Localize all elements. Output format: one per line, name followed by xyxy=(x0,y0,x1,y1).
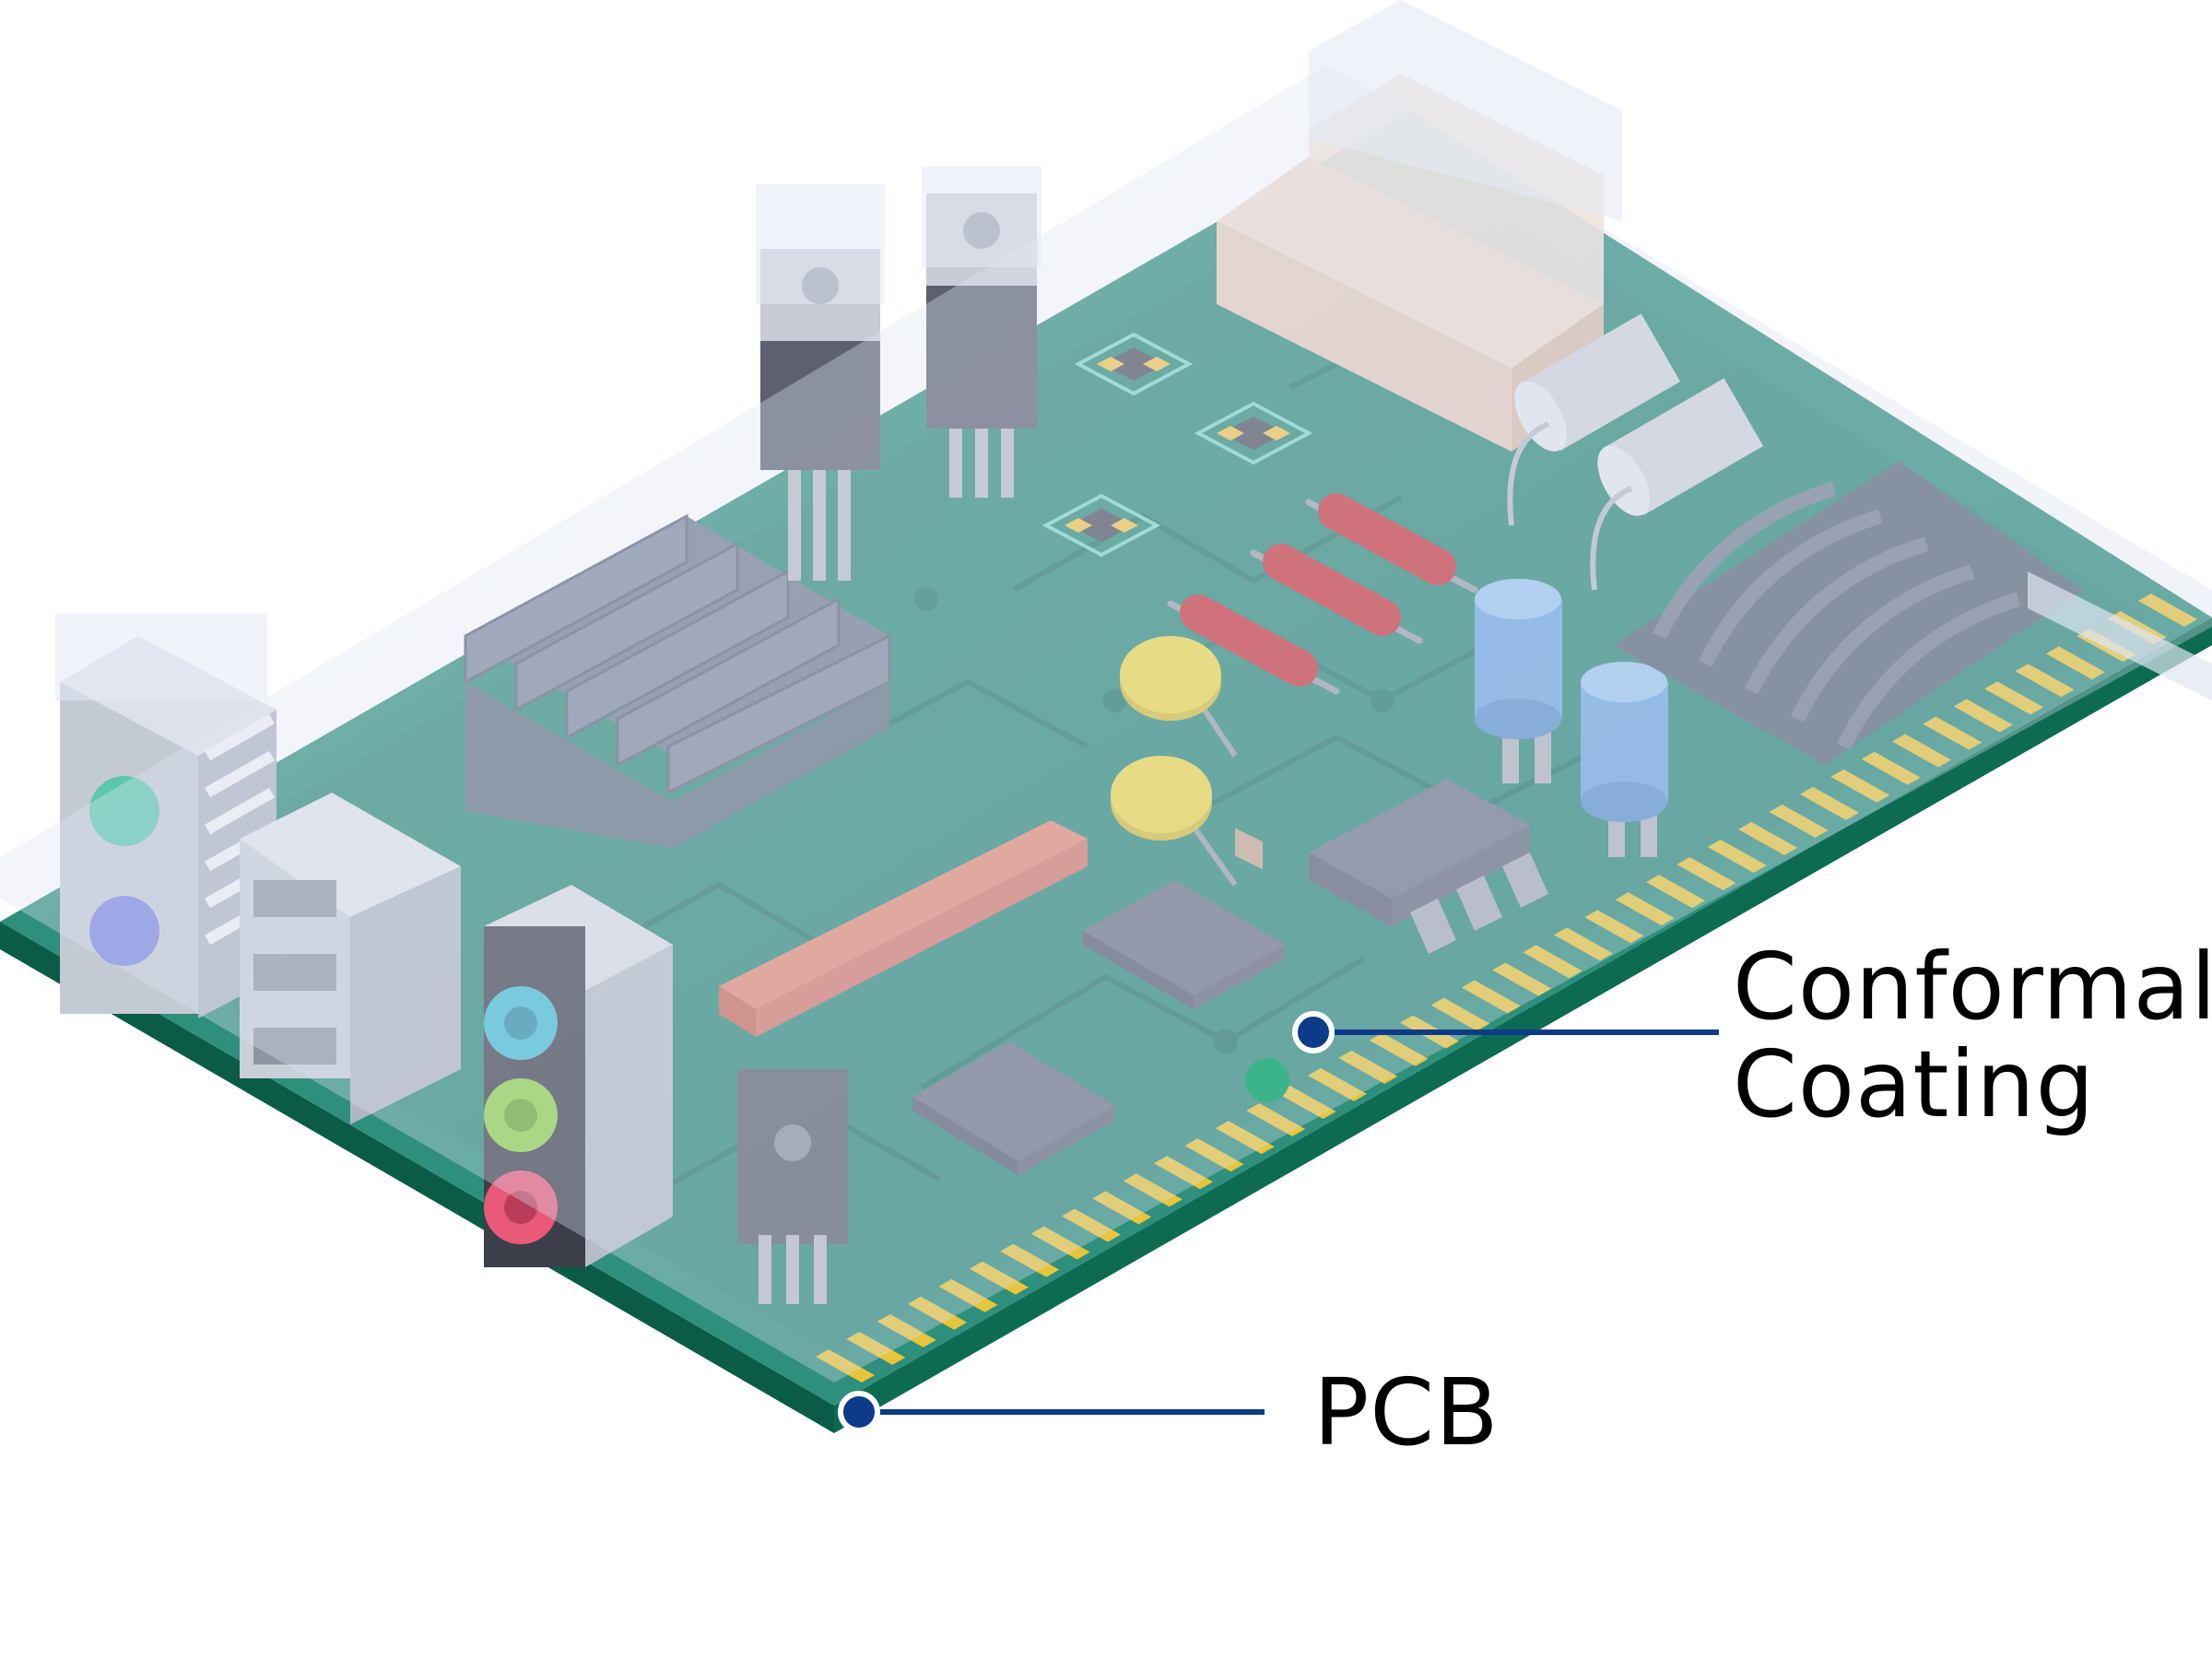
conformal-coating-label: Conformal Coating xyxy=(1733,938,2212,1134)
conformal-coating-layer xyxy=(0,0,2212,1382)
conformal-coating-label-line1: Conformal xyxy=(1733,933,2212,1041)
conformal-coating-label-line2: Coating xyxy=(1733,1030,2096,1138)
callout-pcb xyxy=(838,1391,1265,1433)
callout-conformal-coating xyxy=(1292,1011,1719,1053)
pcb-label: PCB xyxy=(1313,1359,1500,1466)
coating-marker-dot xyxy=(1245,1058,1289,1102)
